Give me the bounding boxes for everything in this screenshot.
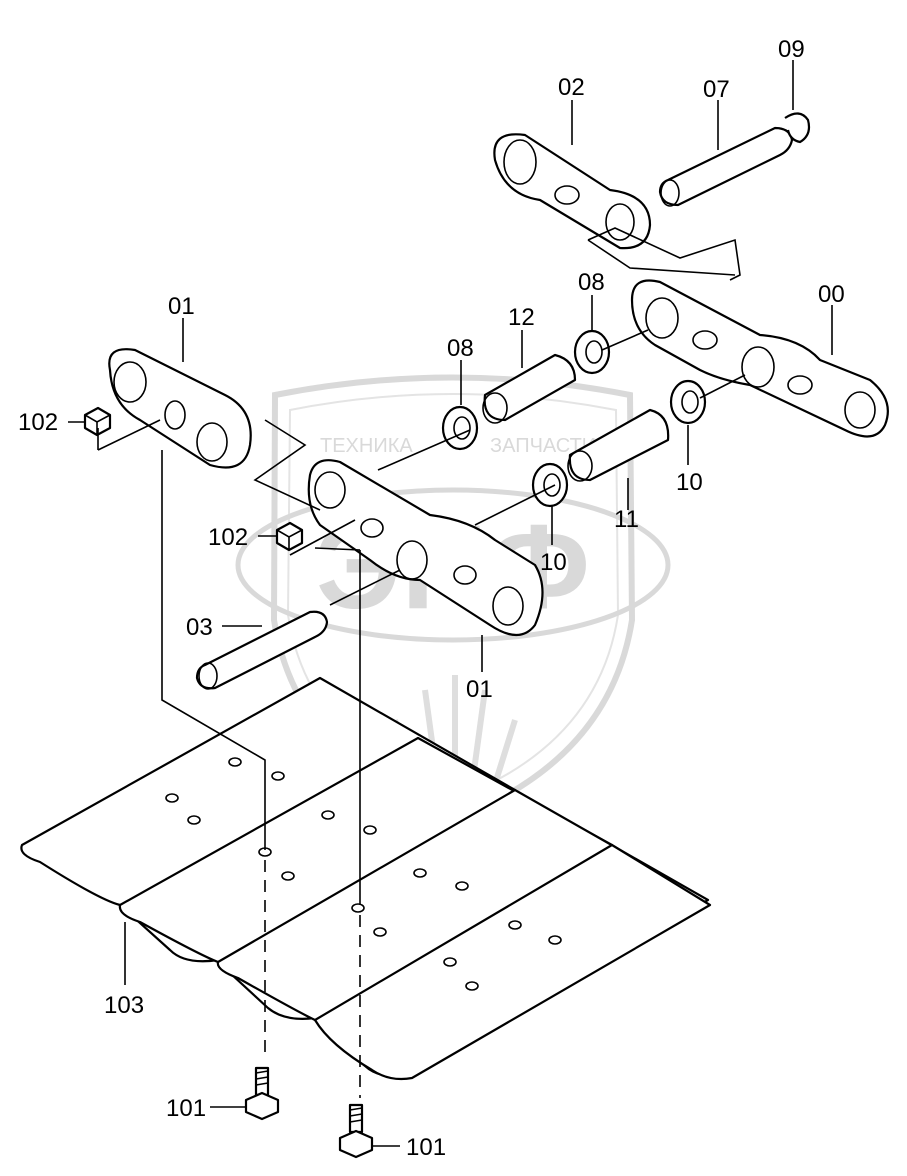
bolt-101-left xyxy=(244,1066,280,1121)
bushing-12 xyxy=(482,353,577,424)
label-101-left: 101 xyxy=(166,1095,206,1122)
bushing-11 xyxy=(567,408,670,482)
label-10-lower: 10 xyxy=(540,549,567,576)
link-01-lower xyxy=(307,459,544,637)
label-10-upper: 10 xyxy=(676,469,703,496)
pin-07 xyxy=(658,126,794,207)
assembly-lines xyxy=(97,227,746,905)
label-03: 03 xyxy=(186,614,213,641)
shoe-bolt-holes xyxy=(165,757,562,991)
label-101-right: 101 xyxy=(406,1134,446,1161)
label-11: 11 xyxy=(614,506,639,533)
label-00: 00 xyxy=(818,281,845,308)
part-labels: 09 02 07 00 01 08 12 08 102 102 10 10 11… xyxy=(18,36,845,1161)
link-01-upper xyxy=(108,348,252,469)
label-09: 09 xyxy=(778,36,805,63)
watermark-text-left: ТЕХНИКА xyxy=(320,435,413,457)
nut-102-upper xyxy=(83,406,112,437)
seal-10-lower xyxy=(531,462,569,508)
seal-08-right xyxy=(573,329,611,375)
label-01-lower: 01 xyxy=(466,676,493,703)
link-00 xyxy=(630,279,889,438)
shoe-plate-4 xyxy=(313,843,712,1081)
seal-10-upper xyxy=(669,379,707,425)
label-02: 02 xyxy=(558,74,585,101)
seal-08-left xyxy=(441,405,479,451)
watermark-logo-oval xyxy=(235,487,671,643)
watermark-text-right: ЗАПЧАСТИ xyxy=(490,435,596,457)
label-08-left: 08 xyxy=(447,335,474,362)
label-07: 07 xyxy=(703,76,730,103)
link-02 xyxy=(493,133,652,250)
pin-03 xyxy=(195,610,329,690)
nut-102-lower xyxy=(275,521,304,552)
label-01-upper: 01 xyxy=(168,293,195,320)
snap-ring-09 xyxy=(784,112,811,144)
bolt-101-right xyxy=(338,1103,374,1159)
shoe-plates xyxy=(20,676,712,1081)
label-102-lower: 102 xyxy=(208,524,248,551)
label-103: 103 xyxy=(104,992,144,1019)
label-08-right: 08 xyxy=(578,269,605,296)
label-12: 12 xyxy=(508,304,535,331)
label-leaders xyxy=(68,60,833,1147)
label-102-upper: 102 xyxy=(18,409,58,436)
